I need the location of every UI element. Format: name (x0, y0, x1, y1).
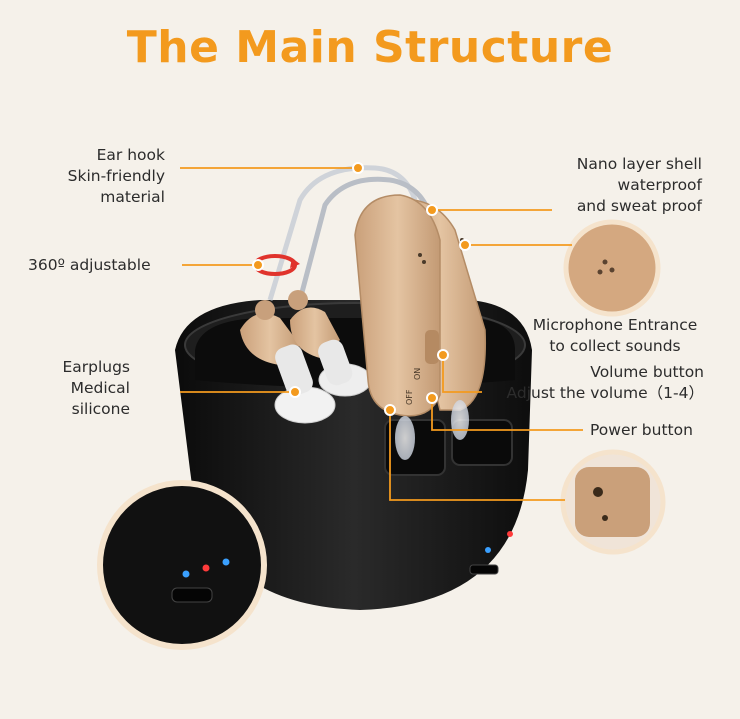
zoom-charging-port (560, 449, 666, 555)
label-360-adjustable: 360º adjustable (28, 256, 151, 274)
leader-lines (180, 167, 583, 501)
earplugs (240, 307, 372, 424)
leader-dots (252, 162, 471, 416)
label-nano-shell: Nano layer shell waterproof and sweat pr… (576, 155, 702, 215)
off-marking: OFF (405, 389, 414, 405)
on-marking: ON (413, 368, 422, 380)
label-power-button: Power button (590, 421, 693, 439)
label-microphone: Microphone Entrance to collect sounds (532, 316, 698, 355)
ear-hooks (255, 165, 433, 320)
zoom-microphone (563, 219, 661, 317)
hearing-aid-bodies: OFF ON (354, 194, 487, 417)
zoom-case-leds (97, 480, 267, 650)
page-title: The Main Structure (126, 22, 614, 73)
label-volume-button: Volume button Adjust the volume（1-4） (506, 363, 704, 402)
label-ear-hook: Ear hook Skin-friendly material (67, 146, 165, 206)
label-earplugs: Earplugs Medical silicone (62, 358, 130, 418)
